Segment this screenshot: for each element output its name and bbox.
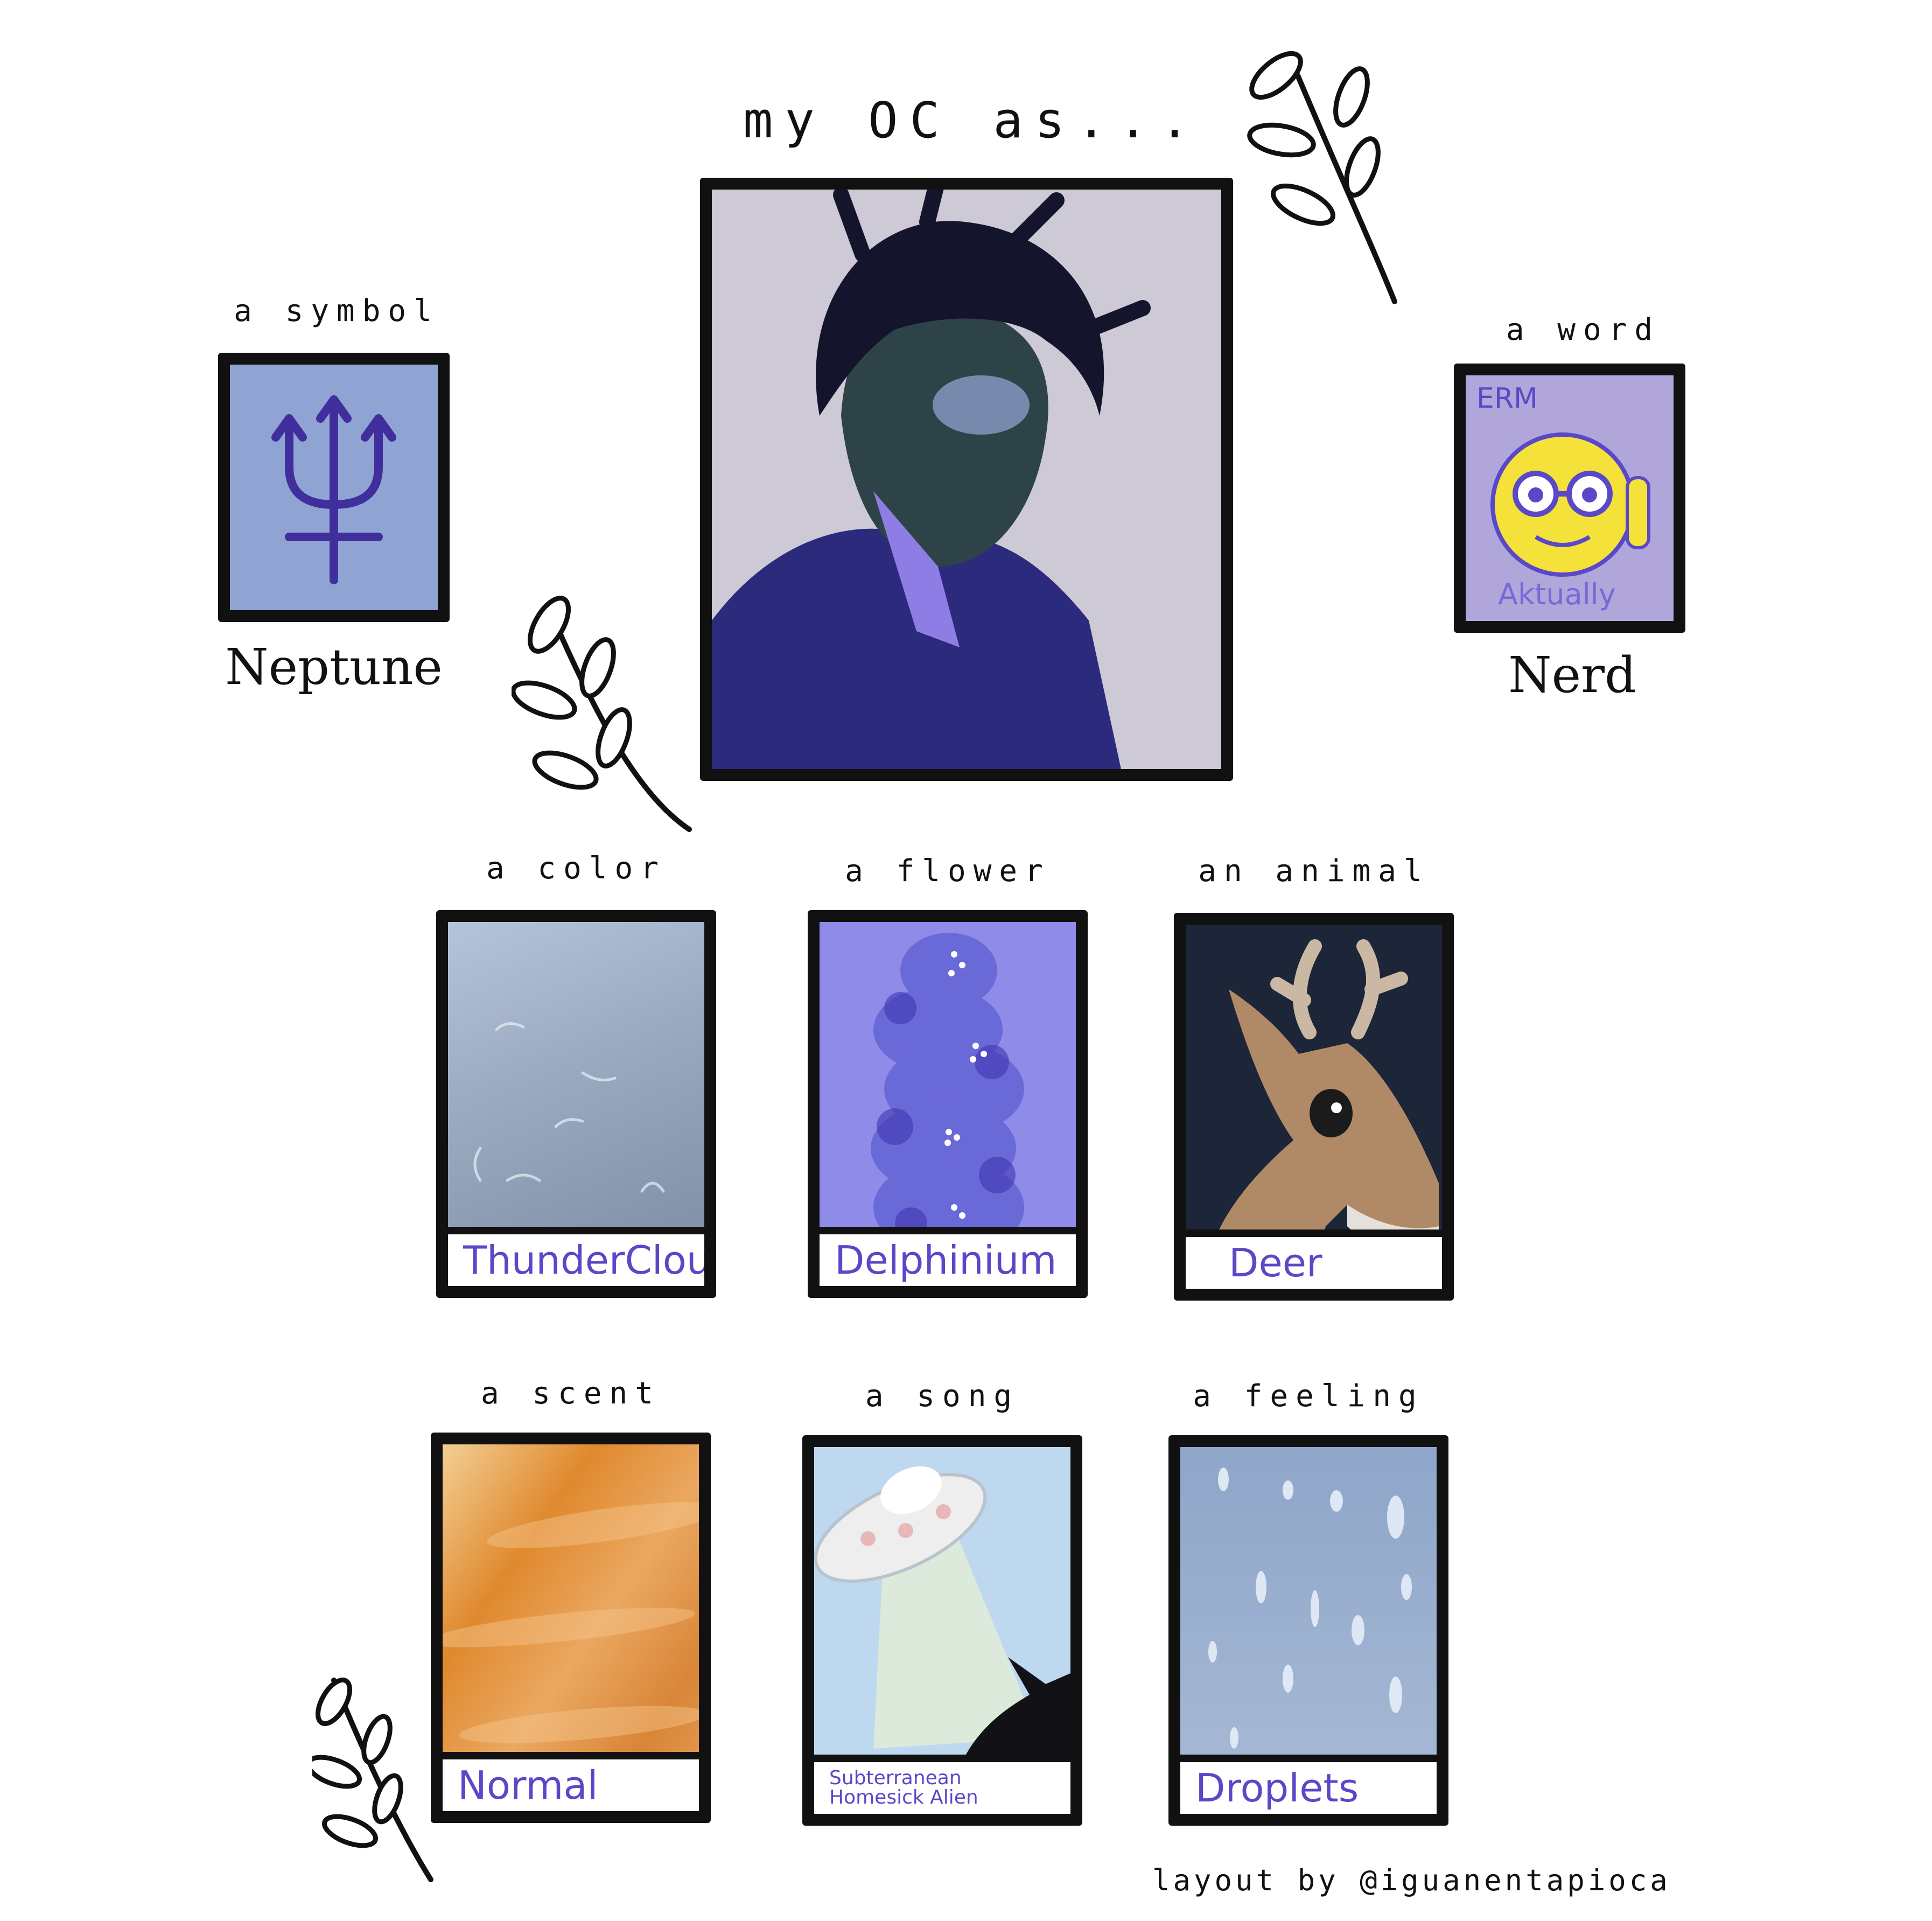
flower-caption: a flower <box>845 854 1051 889</box>
animal-card: Deer <box>1174 913 1454 1301</box>
song-answer-line1: Subterranean <box>829 1767 962 1789</box>
word-answer: Nerd <box>1508 646 1636 704</box>
word-card: ERM Aktually <box>1454 364 1685 633</box>
color-answer: ThunderCloud <box>448 1227 704 1286</box>
leaf-sprig-icon <box>512 596 692 832</box>
scent-card: Normal <box>431 1433 711 1823</box>
delphinium-flower-icon <box>820 922 1076 1286</box>
animal-caption: an animal <box>1198 854 1430 889</box>
flower-answer: Delphinium <box>820 1227 1076 1286</box>
word-caption: a word <box>1506 312 1661 347</box>
svg-text:ERM: ERM <box>1476 382 1538 415</box>
feeling-answer: Droplets <box>1180 1755 1437 1814</box>
svg-text:Aktually: Aktually <box>1498 577 1616 611</box>
nerd-emoji-icon: ERM Aktually <box>1466 375 1674 621</box>
page-title: my OC as... <box>743 92 1202 149</box>
color-card: ThunderCloud <box>436 910 716 1298</box>
raindrops-icon <box>1180 1447 1437 1814</box>
scent-caption: a scent <box>480 1376 661 1411</box>
ufo-song-icon <box>814 1447 1070 1814</box>
scent-answer: Normal <box>443 1752 699 1811</box>
oc-portrait <box>712 190 1221 769</box>
song-card: Subterranean Homesick Alien <box>802 1435 1082 1826</box>
symbol-answer: Neptune <box>225 638 443 696</box>
color-caption: a color <box>486 851 666 886</box>
feeling-caption: a feeling <box>1193 1379 1424 1414</box>
neptune-trident-icon <box>230 365 438 610</box>
deer-icon <box>1186 925 1442 1289</box>
animal-answer: Deer <box>1186 1230 1442 1289</box>
layout-credit: layout by @iguanentapioca <box>1152 1863 1671 1897</box>
song-answer-line2: Homesick Alien <box>829 1786 978 1808</box>
oc-portrait-frame <box>700 178 1233 781</box>
flower-card: Delphinium <box>808 910 1088 1298</box>
symbol-card <box>218 353 450 622</box>
feeling-card: Droplets <box>1168 1435 1448 1826</box>
symbol-caption: a symbol <box>234 294 439 329</box>
song-caption: a song <box>865 1379 1020 1414</box>
leaf-sprig-icon <box>312 1678 433 1882</box>
leaf-sprig-icon <box>1247 51 1397 304</box>
thundercloud-swatch <box>448 922 704 1286</box>
song-answer: Subterranean Homesick Alien <box>814 1755 1070 1814</box>
normal-scent-swatch <box>443 1444 699 1811</box>
